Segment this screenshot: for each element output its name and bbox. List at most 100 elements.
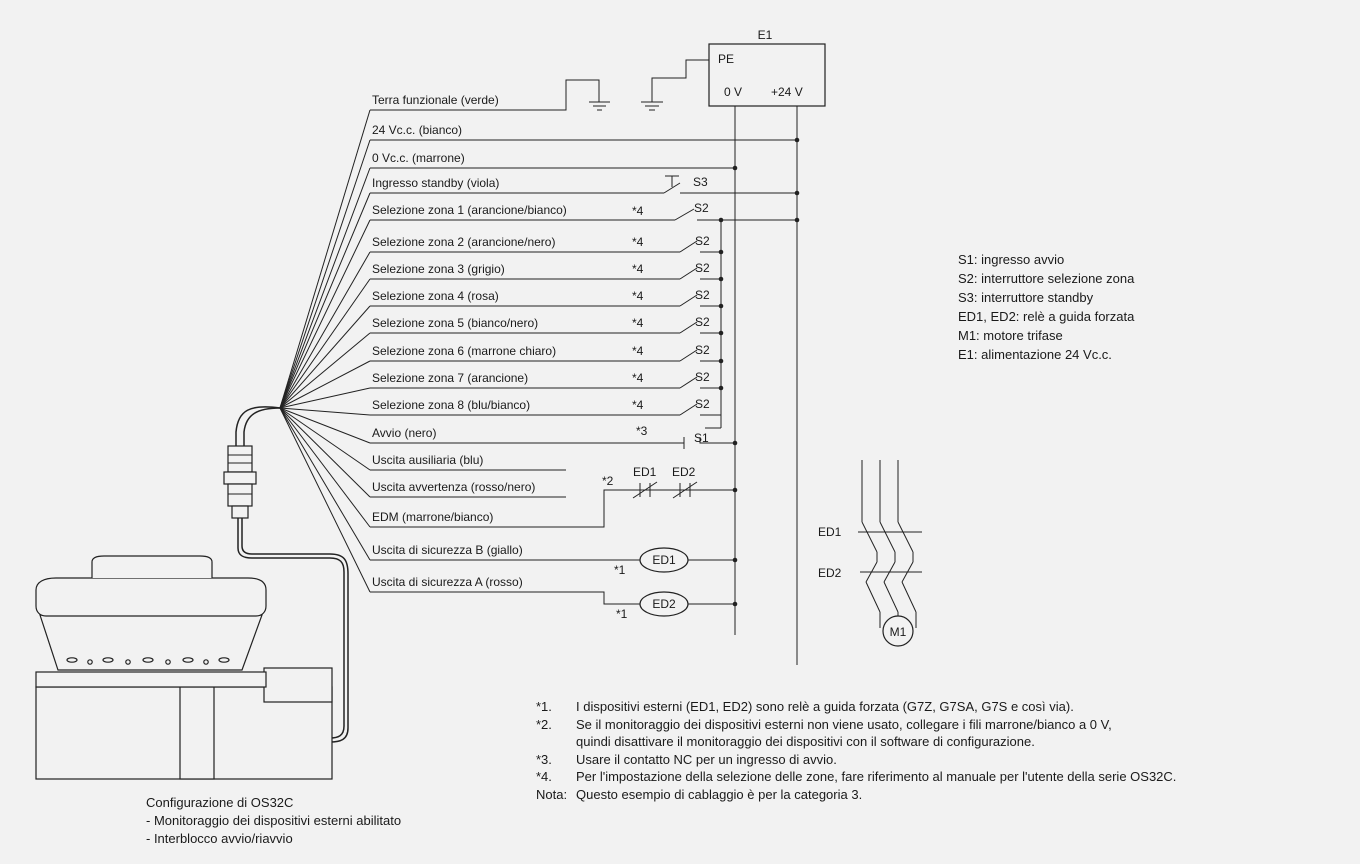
ed2-contact-label: ED2	[672, 465, 696, 479]
zero-volt-label: 0 V	[724, 85, 742, 99]
wire-label: Terra funzionale (verde)	[372, 93, 499, 107]
note-mark: *4	[632, 316, 644, 330]
plus-24v-label: +24 V	[771, 85, 803, 99]
switch-s3: S3	[663, 175, 708, 194]
legend-item: S1: ingresso avvio	[958, 252, 1065, 267]
pe-wire	[651, 59, 709, 102]
switch-s2: S2	[679, 315, 710, 334]
footnote-mark: *1.	[536, 699, 552, 714]
switch-s2: S2	[674, 201, 709, 221]
footnote-mark: *2.	[536, 716, 552, 732]
switch-s2: S2	[679, 370, 710, 389]
relay-coil-ed2: ED2	[639, 591, 689, 617]
motor-circuit: ED1 ED2 M1	[818, 460, 922, 647]
switch-s2: S2	[679, 261, 710, 280]
edm-relay-contacts: ED1 ED2	[632, 465, 698, 499]
wire-label: Uscita di sicurezza A (rosso)	[372, 575, 523, 589]
wire-label: Selezione zona 8 (blu/bianco)	[372, 398, 530, 412]
note-mark: *4	[632, 262, 644, 276]
note-markers: *4 *4 *4 *4 *4 *4 *4 *4 *3 *2 *1 *1	[602, 204, 648, 621]
wire-label: Selezione zona 1 (arancione/bianco)	[372, 203, 567, 217]
switch-s2-label: S2	[695, 234, 710, 248]
wire-labels: Terra funzionale (verde) 24 Vc.c. (bianc…	[372, 93, 567, 589]
wire-label: EDM (marrone/bianco)	[372, 510, 493, 524]
scanner-device	[35, 555, 333, 780]
configuration-caption: Configurazione di OS32C - Monitoraggio d…	[146, 794, 401, 848]
switch-s2: S2	[679, 397, 710, 416]
ed1-contact-label: ED1	[633, 465, 657, 479]
ground-symbol	[565, 79, 610, 111]
wire-label: Selezione zona 4 (rosa)	[372, 289, 499, 303]
wire-label: Selezione zona 7 (arancione)	[372, 371, 528, 385]
configuration-item: - Interblocco avvio/riavvio	[146, 831, 293, 846]
footnote: *4. Per l'impostazione della selezione d…	[536, 768, 1176, 786]
switch-s1: S1	[694, 431, 709, 445]
cable-connector	[227, 445, 253, 473]
pe-label: PE	[718, 52, 734, 66]
switch-s2: S2	[679, 343, 710, 362]
legend-item: E1: alimentazione 24 Vc.c.	[958, 347, 1112, 362]
note-mark: *4	[632, 344, 644, 358]
switch-s3-label: S3	[693, 175, 708, 189]
ground-symbol	[641, 101, 663, 111]
switch-s2-label: S2	[695, 288, 710, 302]
configuration-title: Configurazione di OS32C	[146, 795, 294, 810]
footnote-text: Per l'impostazione della selezione delle…	[576, 769, 1177, 784]
note-mark: *4	[632, 371, 644, 385]
switch-s2-label: S2	[695, 261, 710, 275]
legend-item: S2: interruttore selezione zona	[958, 271, 1135, 286]
note-mark: *2	[602, 474, 614, 488]
note-mark: *4	[632, 235, 644, 249]
legend-item: ED1, ED2: relè a guida forzata	[958, 309, 1135, 324]
scanner-head	[35, 577, 267, 617]
motor-ed1-label: ED1	[818, 525, 842, 539]
wire-label: 0 Vc.c. (marrone)	[372, 151, 465, 165]
wire-label: Uscita ausiliaria (blu)	[372, 453, 483, 467]
footnote-text: quindi disattivare il monitoraggio dei d…	[576, 734, 1035, 749]
legend-item: M1: motore trifase	[958, 328, 1063, 343]
wire-label: 24 Vc.c. (bianco)	[372, 123, 462, 137]
scanner-vents	[66, 657, 230, 665]
wire-runs	[370, 107, 797, 605]
motor-ed2-label: ED2	[818, 566, 842, 580]
relay-coil-ed1: ED1	[639, 547, 689, 573]
switch-s2: S2	[679, 234, 710, 253]
wire-label: Selezione zona 5 (bianco/nero)	[372, 316, 538, 330]
configuration-item: - Monitoraggio dei dispositivi esterni a…	[146, 813, 402, 828]
note-mark: *3	[636, 424, 648, 438]
cable-fanout	[279, 109, 371, 593]
component-legend: S1: ingresso avvio S2: interruttore sele…	[958, 250, 1134, 364]
switch-s2: S2	[679, 288, 710, 307]
wire-label: Selezione zona 6 (marrone chiaro)	[372, 344, 556, 358]
legend-item: S3: interruttore standby	[958, 290, 1094, 305]
footnote-text: I dispositivi esterni (ED1, ED2) sono re…	[576, 699, 1074, 714]
ed1-coil-label: ED1	[652, 553, 676, 567]
power-supply-box	[708, 43, 826, 107]
footnote: Nota: Questo esempio di cablaggio è per …	[536, 786, 1176, 804]
wire-label: Selezione zona 2 (arancione/nero)	[372, 235, 555, 249]
power-supply-title: E1	[758, 28, 773, 42]
motor-m1-label: M1	[890, 625, 907, 639]
wire-label: Uscita avvertenza (rosso/nero)	[372, 480, 535, 494]
footnote: *2. Se il monitoraggio dei dispositivi e…	[536, 716, 1176, 734]
note-mark: *4	[632, 289, 644, 303]
wire-label: Selezione zona 3 (grigio)	[372, 262, 505, 276]
scanner-cable	[223, 406, 349, 743]
note-mark: *4	[632, 398, 644, 412]
footnote-text: Usare il contatto NC per un ingresso di …	[576, 751, 837, 767]
switch-s2-label: S2	[695, 370, 710, 384]
switch-s2-label: S2	[695, 315, 710, 329]
footnote: *3. Usare il contatto NC per un ingresso…	[536, 751, 1176, 769]
footnote-mark: *4.	[536, 769, 552, 784]
switch-s2-label: S2	[694, 201, 709, 215]
wire-label: Ingresso standby (viola)	[372, 176, 499, 190]
footnote-text: Se il monitoraggio dei dispositivi ester…	[576, 716, 1112, 732]
switch-s2-label: S2	[695, 343, 710, 357]
wire-label: Uscita di sicurezza B (giallo)	[372, 543, 523, 557]
junction-dots	[718, 137, 800, 607]
footnote-text: Questo esempio di cablaggio è per la cat…	[576, 786, 863, 802]
ed2-coil-label: ED2	[652, 597, 676, 611]
wire-label: Avvio (nero)	[372, 426, 436, 440]
